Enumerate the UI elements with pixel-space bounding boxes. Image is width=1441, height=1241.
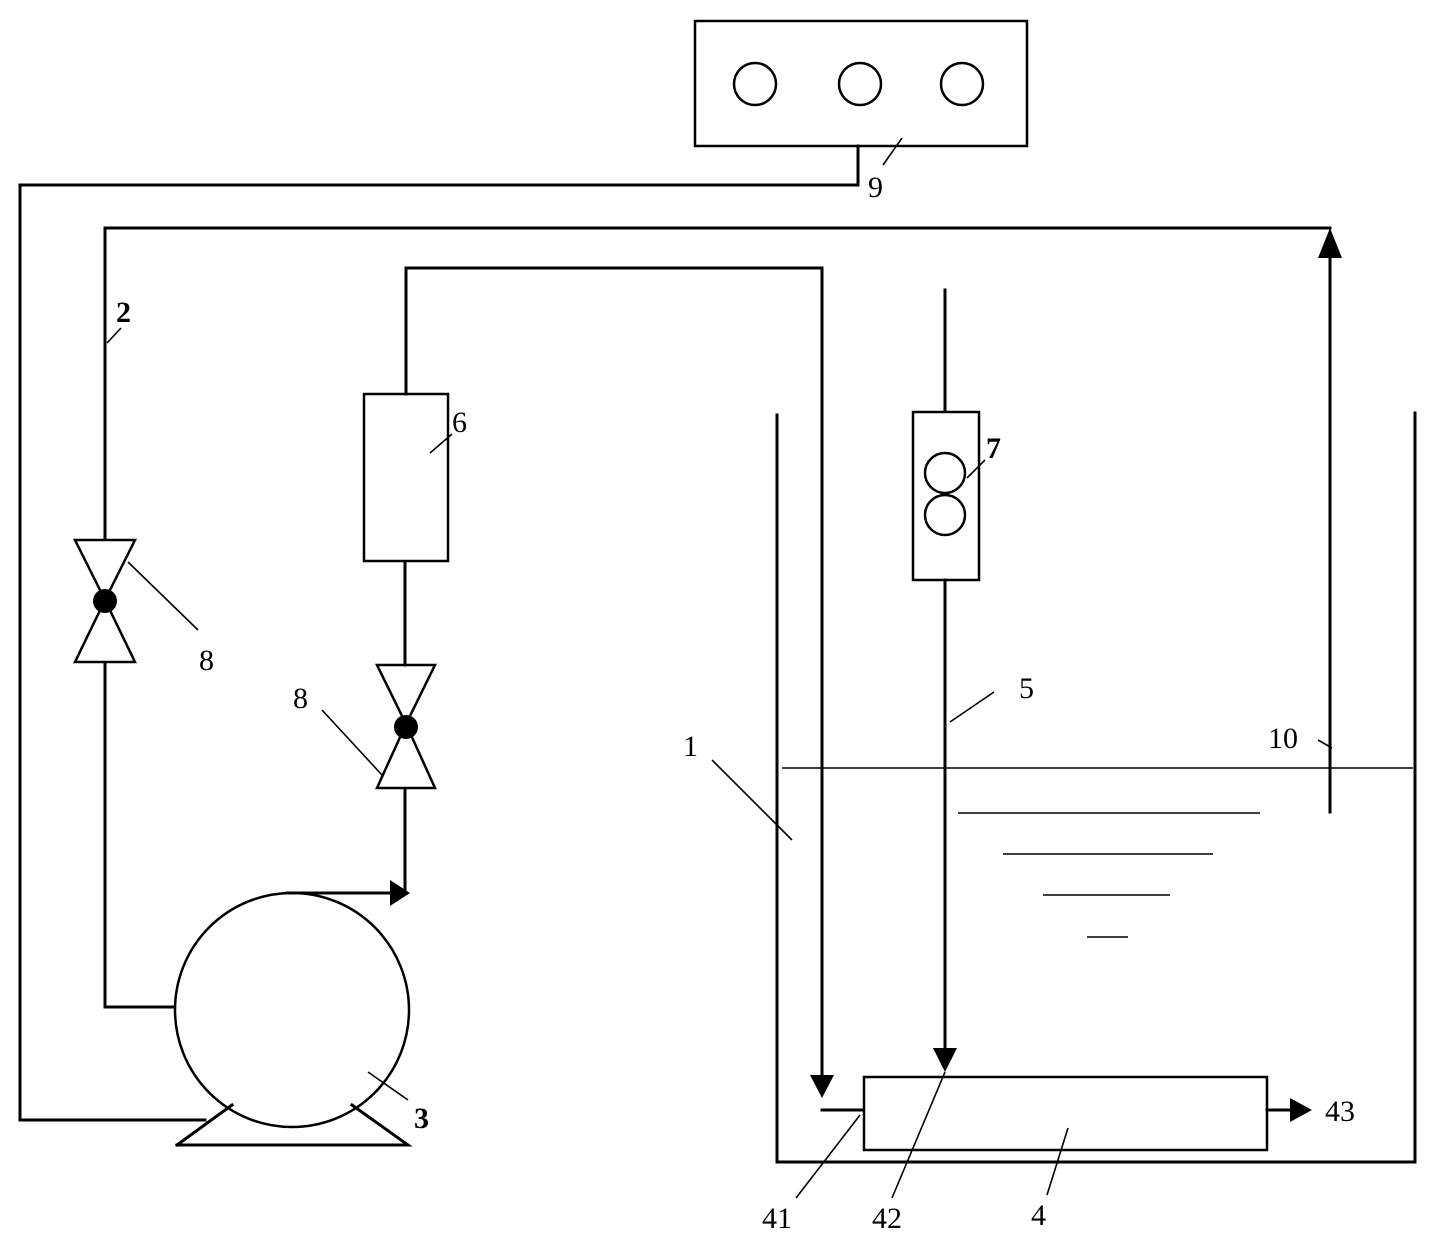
label-10: 10 xyxy=(1268,722,1298,755)
controller-dial-3 xyxy=(939,61,985,107)
controller-dial-2 xyxy=(837,61,883,107)
label-9: 9 xyxy=(868,171,883,204)
air-arrowhead xyxy=(933,1048,957,1072)
filter-6 xyxy=(362,392,450,563)
leader-9 xyxy=(882,137,903,166)
leader-6 xyxy=(429,433,453,454)
feed-pipe xyxy=(404,266,824,1092)
feed-arrowhead xyxy=(810,1075,834,1098)
leader-42 xyxy=(891,1071,946,1199)
flowmeter-7 xyxy=(911,410,981,582)
membrane-module-4 xyxy=(862,1075,1269,1152)
controller-box xyxy=(693,19,1029,148)
label-5: 5 xyxy=(1019,672,1034,705)
label-8b: 8 xyxy=(293,682,308,715)
label-8a: 8 xyxy=(199,644,214,677)
valve-left xyxy=(72,538,138,664)
label-3: 3 xyxy=(414,1102,429,1135)
label-1: 1 xyxy=(683,730,698,763)
leader-7 xyxy=(966,459,986,479)
label-43: 43 xyxy=(1325,1095,1355,1128)
leader-41 xyxy=(795,1114,861,1199)
leader-5 xyxy=(949,691,995,723)
pump-outlet-arrowhead xyxy=(390,880,410,906)
label-7: 7 xyxy=(986,432,1001,465)
leader-8b xyxy=(321,709,383,776)
controller-dial-1 xyxy=(732,61,778,107)
leader-1 xyxy=(711,759,793,841)
pipe-2-lower xyxy=(103,658,122,1009)
valve-right xyxy=(374,663,438,790)
pump xyxy=(173,891,413,1148)
tank-1 xyxy=(775,411,1417,1164)
leader-3 xyxy=(367,1071,409,1101)
leader-8a xyxy=(127,561,199,631)
control-line xyxy=(18,144,860,1122)
leader-10 xyxy=(1317,739,1333,749)
label-4: 4 xyxy=(1031,1199,1046,1232)
leader-4 xyxy=(1046,1127,1069,1196)
label-6: 6 xyxy=(452,406,467,439)
pipe-2 xyxy=(103,226,1332,547)
outlet-43-arrowhead xyxy=(1290,1098,1312,1122)
return-arrowhead xyxy=(1318,228,1342,258)
leader-2 xyxy=(106,327,122,344)
label-2: 2 xyxy=(116,296,131,329)
label-41: 41 xyxy=(762,1202,792,1235)
label-42: 42 xyxy=(872,1202,902,1235)
